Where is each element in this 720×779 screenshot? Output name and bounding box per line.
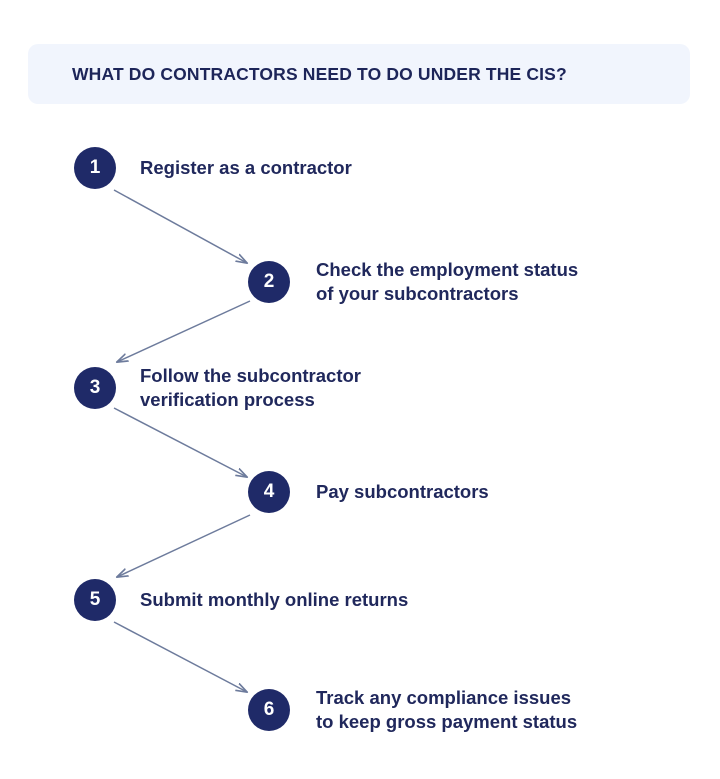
page-title: WHAT DO CONTRACTORS NEED TO DO UNDER THE… [72, 63, 567, 84]
connector-1-to-2 [113, 189, 247, 263]
step-item-5[interactable]: 5 Submit monthly online returns [74, 579, 408, 621]
connector-4-to-5 [117, 514, 251, 577]
step-number-badge-5: 5 [74, 579, 116, 621]
step-label-1: Register as a contractor [140, 157, 352, 179]
step-label-6: Track any compliance issues to keep gros… [316, 687, 578, 732]
step-item-2[interactable]: 2 Check the employment status of your su… [248, 258, 578, 305]
header-banner: WHAT DO CONTRACTORS NEED TO DO UNDER THE… [28, 44, 690, 104]
connector-3-to-4 [113, 407, 247, 477]
step-item-1[interactable]: 1 Register as a contractor [74, 147, 352, 189]
step-label-4: Pay subcontractors [316, 481, 489, 503]
connector-2-to-3 [117, 300, 251, 362]
step-item-6[interactable]: 6 Track any compliance issues to keep gr… [248, 686, 577, 733]
step-label-5: Submit monthly online returns [140, 589, 409, 611]
step-item-4[interactable]: 4 Pay subcontractors [248, 471, 489, 513]
connector-5-to-6 [113, 621, 247, 692]
step-number-badge-4: 4 [248, 471, 290, 513]
step-item-3[interactable]: 3 Follow the subcontractor verification … [74, 364, 361, 411]
step-label-2: Check the employment status of your subc… [316, 259, 579, 304]
step-label-3: Follow the subcontractor verification pr… [140, 365, 361, 410]
step-number-badge-6: 6 [248, 688, 290, 731]
step-number-badge-1: 1 [74, 147, 116, 189]
step-number-badge-3: 3 [74, 366, 116, 409]
step-number-badge-2: 2 [248, 260, 290, 303]
